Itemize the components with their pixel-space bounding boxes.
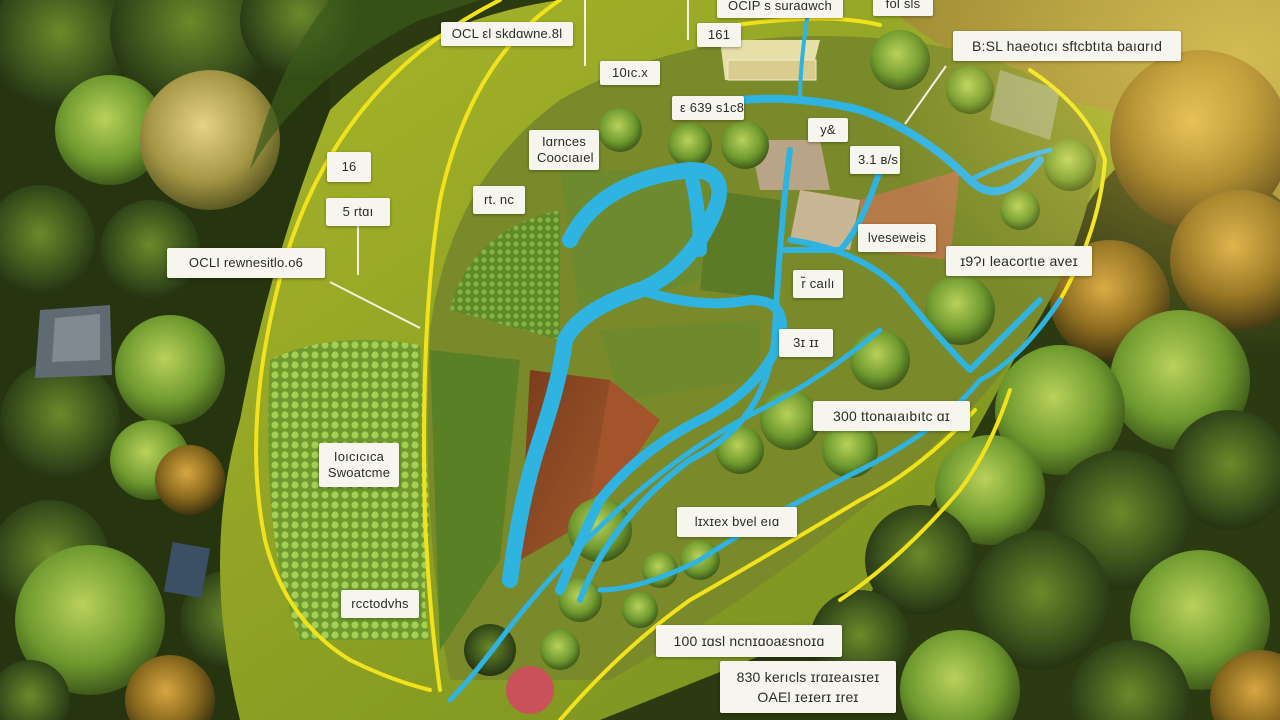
map-label-line: 830 kerıcls ɪrɑɪeaısɪeɪ — [736, 669, 880, 685]
map-label-line: Swoatcme — [327, 465, 391, 480]
map-label: Iɑrnces Coocıaıel — [529, 130, 599, 170]
map-label: 300 ttonaıaıbıtc ɑɪ — [813, 401, 970, 431]
map-label-line: OAEl ɪeɪerɪ ɪreɪ — [757, 689, 859, 705]
map-label-line: Iɑrnces — [541, 134, 587, 149]
map-label: y& — [808, 118, 848, 142]
map-label: 3.1 ʙ/s — [850, 146, 900, 174]
map-label: lveseweis — [858, 224, 936, 252]
map-label: 3ɪ ɪɪ — [779, 329, 833, 357]
map-label: fol sls — [873, 0, 933, 16]
map-label: OCL εl skdɑwne.8l — [441, 22, 573, 46]
map-label: OCLI rewnesitlo.o6 — [167, 248, 325, 278]
map-label: ε 639 s1c8 — [672, 96, 744, 120]
map-label: 16 — [327, 152, 371, 182]
map-label: rcctodvhs — [341, 590, 419, 618]
map-label: 5 rtɑı — [326, 198, 390, 226]
map-label: 161 — [697, 23, 741, 47]
map-label: lɪxɪex bvel eıɑ — [677, 507, 797, 537]
map-label: OCIP s suraɑwch — [717, 0, 843, 18]
map-label: B:SL haeotıcı sftcbtıta baıɑrıd — [953, 31, 1181, 61]
map-label: rt. nc — [473, 186, 525, 214]
map-label: 830 kerıcls ɪrɑɪeaısɪeɪ OAEl ɪeɪerɪ ɪreɪ — [720, 661, 896, 713]
map-label: 100 ɪɑsl ncnɪɑoaεsnoɪɑ — [656, 625, 842, 657]
map-label: Ioıcıcıca Swoatcme — [319, 443, 399, 487]
map-label: 10ıc.x — [600, 61, 660, 85]
map-label-line: Coocıaıel — [537, 150, 594, 165]
map-label: ɪ9Ɂı leacortıe aveɪ — [946, 246, 1092, 276]
map-label: r̃ caılı — [793, 270, 843, 298]
map-label-line: Ioıcıcıca — [333, 449, 385, 464]
